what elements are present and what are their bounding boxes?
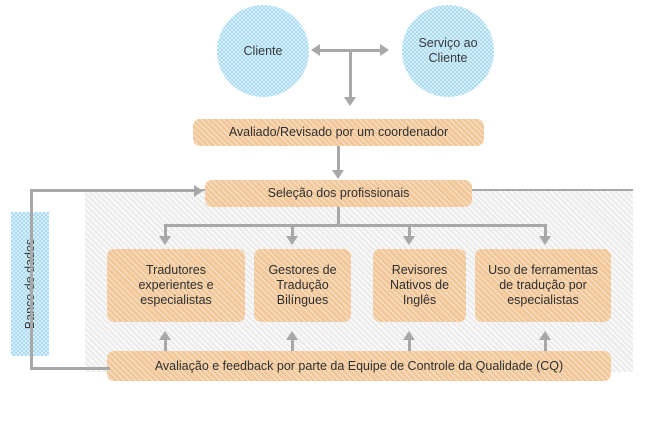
node-translation-tools: Uso de ferramentas de tradução por espec…: [475, 249, 611, 322]
node-customer-service: Serviço ao Cliente: [402, 5, 494, 97]
connector-branch-2-line: [291, 224, 294, 238]
connector-up-4-line: [544, 340, 547, 351]
node-client: Cliente: [217, 5, 309, 97]
node-translators-label: Tradutores experientes e especialistas: [138, 263, 213, 308]
node-client-label: Cliente: [243, 43, 283, 58]
node-translators-line3: especialistas: [140, 293, 212, 307]
connector-feedback-top: [30, 189, 195, 192]
connector-branch-4-line: [544, 224, 547, 238]
node-reviewers-line2: Nativos de: [389, 278, 450, 292]
connector-branch-4-arrow: [539, 236, 551, 245]
node-translators-line2: experientes e: [138, 278, 214, 292]
node-managers-line3: Bilíngues: [276, 293, 329, 307]
connector-feedback-bottom: [30, 367, 110, 370]
node-coordinator: Avaliado/Revisado por um coordenador: [193, 119, 484, 146]
node-quality-control-label: Avaliação e feedback por parte da Equipe…: [154, 358, 564, 373]
node-selection-label: Seleção dos profissionais: [267, 186, 410, 200]
node-reviewers-line3: Inglês: [402, 293, 437, 307]
node-customer-service-label: Serviço ao Cliente: [418, 36, 477, 66]
connector-service-to-coordinator-line: [349, 49, 352, 98]
connector-client-service-arrow-left: [311, 44, 320, 56]
node-translation-managers: Gestores de Tradução Bilíngues: [254, 249, 351, 322]
node-tools-line2: de tradução por: [499, 278, 587, 292]
node-tools-line1: Uso de ferramentas: [488, 263, 598, 277]
connector-branch-3-line: [408, 224, 411, 238]
connector-service-to-coordinator-arrow: [344, 97, 356, 106]
node-native-reviewers: Revisores Nativos de Inglês: [373, 249, 466, 322]
connector-up-2-arrow: [286, 331, 298, 340]
connector-branch-1-line: [164, 224, 167, 238]
connector-selection-stem: [337, 207, 340, 226]
node-managers-line1: Gestores de: [268, 263, 337, 277]
connector-feedback-arrow: [194, 185, 203, 197]
connector-up-2-line: [291, 340, 294, 351]
node-translators: Tradutores experientes e especialistas: [107, 249, 245, 322]
node-customer-service-label-line1: Serviço ao: [418, 36, 478, 50]
connector-up-1-line: [164, 340, 167, 351]
connector-feedback-left: [30, 189, 33, 370]
node-translation-tools-label: Uso de ferramentas de tradução por espec…: [488, 263, 598, 308]
connector-coordinator-to-selection-line: [337, 146, 340, 171]
connector-client-service-arrow-right: [380, 44, 389, 56]
node-translators-line1: Tradutores: [146, 263, 206, 277]
node-tools-line3: especialistas: [507, 293, 579, 307]
node-reviewers-line1: Revisores: [391, 263, 448, 277]
connector-up-3-line: [408, 340, 411, 351]
connector-branch-2-arrow: [286, 236, 298, 245]
connector-coordinator-to-selection-arrow: [332, 170, 344, 179]
connector-up-1-arrow: [159, 331, 171, 340]
connector-branch-1-arrow: [159, 236, 171, 245]
connector-up-3-arrow: [403, 331, 415, 340]
node-managers-line2: Tradução: [276, 278, 329, 292]
node-customer-service-label-line2: Cliente: [428, 51, 468, 65]
connector-branch-3-arrow: [403, 236, 415, 245]
connector-selection-bus: [164, 224, 547, 227]
node-native-reviewers-label: Revisores Nativos de Inglês: [390, 263, 449, 308]
node-translation-managers-label: Gestores de Tradução Bilíngues: [268, 263, 336, 308]
node-selection: Seleção dos profissionais: [205, 180, 472, 207]
node-coordinator-label: Avaliado/Revisado por um coordenador: [228, 125, 449, 139]
node-quality-control: Avaliação e feedback por parte da Equipe…: [107, 351, 611, 381]
connector-up-4-arrow: [539, 331, 551, 340]
